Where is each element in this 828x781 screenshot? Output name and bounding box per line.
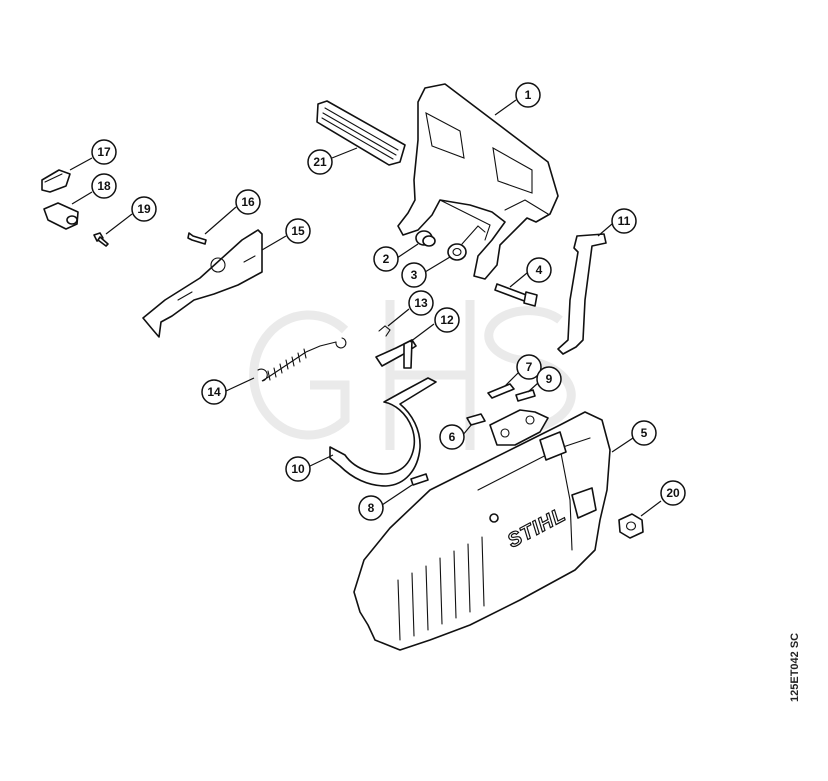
leader-lines bbox=[69, 99, 662, 517]
callout-label: 4 bbox=[536, 263, 543, 277]
part-12-bell-crank bbox=[375, 339, 417, 369]
callout-9: 9 bbox=[536, 366, 562, 392]
brake-link bbox=[489, 409, 549, 446]
callout-5: 5 bbox=[631, 420, 657, 446]
callout-label: 3 bbox=[411, 268, 418, 282]
part-4-screw bbox=[494, 283, 538, 307]
callout-label: 12 bbox=[440, 313, 454, 327]
callout-label: 16 bbox=[241, 195, 255, 209]
callout-8: 8 bbox=[358, 495, 384, 521]
callout-20: 20 bbox=[660, 480, 686, 506]
callout-17: 17 bbox=[91, 139, 117, 165]
callout-label: 20 bbox=[666, 486, 680, 500]
part-16-screw bbox=[187, 232, 207, 245]
callout-label: 5 bbox=[641, 426, 648, 440]
part-13-clip bbox=[378, 325, 391, 337]
part-21-decal bbox=[316, 100, 406, 166]
callout-6: 6 bbox=[439, 424, 465, 450]
callout-1: 1 bbox=[515, 82, 541, 108]
callout-label: 2 bbox=[383, 252, 390, 266]
callout-11: 11 bbox=[611, 208, 637, 234]
callout-19: 19 bbox=[131, 196, 157, 222]
part-11-lever bbox=[557, 233, 607, 355]
callout-2: 2 bbox=[373, 246, 399, 272]
callout-label: 21 bbox=[313, 155, 327, 169]
callout-15: 15 bbox=[285, 218, 311, 244]
part-14-spring bbox=[257, 337, 347, 382]
part-17-cap bbox=[41, 169, 71, 193]
part-6-pin bbox=[466, 413, 486, 426]
callout-10: 10 bbox=[285, 456, 311, 482]
callout-3: 3 bbox=[401, 262, 427, 288]
callout-21: 21 bbox=[307, 149, 333, 175]
callout-label: 10 bbox=[291, 462, 305, 476]
part-19-screw bbox=[93, 232, 109, 247]
callout-label: 9 bbox=[546, 372, 553, 386]
part-7-pin bbox=[487, 383, 515, 399]
callout-label: 19 bbox=[137, 202, 151, 216]
part-1-hand-guard bbox=[397, 83, 559, 280]
callout-14: 14 bbox=[201, 379, 227, 405]
callout-label: 7 bbox=[526, 360, 533, 374]
callout-label: 18 bbox=[97, 179, 111, 193]
callout-7: 7 bbox=[516, 354, 542, 380]
callout-label: 15 bbox=[291, 224, 305, 238]
callout-label: 13 bbox=[414, 296, 428, 310]
part-3-spring bbox=[447, 225, 486, 261]
callout-label: 1 bbox=[525, 88, 532, 102]
callout-label: 14 bbox=[207, 385, 221, 399]
callout-4: 4 bbox=[526, 257, 552, 283]
part-2-sleeve bbox=[415, 230, 436, 247]
part-20-nut bbox=[618, 513, 644, 539]
part-15-bracket bbox=[142, 229, 263, 338]
callout-label: 6 bbox=[449, 430, 456, 444]
part-5-sprocket-cover: STIHL bbox=[353, 411, 611, 651]
part-9-pin bbox=[515, 389, 536, 402]
callout-label: 17 bbox=[97, 145, 111, 159]
callout-label: 11 bbox=[618, 214, 631, 228]
part-8-pin bbox=[410, 473, 429, 486]
callout-16: 16 bbox=[235, 189, 261, 215]
callout-12: 12 bbox=[434, 307, 460, 333]
callout-18: 18 bbox=[91, 173, 117, 199]
callout-label: 8 bbox=[368, 501, 375, 515]
part-18-plug bbox=[43, 202, 79, 230]
callout-13: 13 bbox=[408, 290, 434, 316]
drawing-code: 125ET042 SC bbox=[789, 633, 801, 702]
part-10-brake-band bbox=[329, 377, 437, 487]
